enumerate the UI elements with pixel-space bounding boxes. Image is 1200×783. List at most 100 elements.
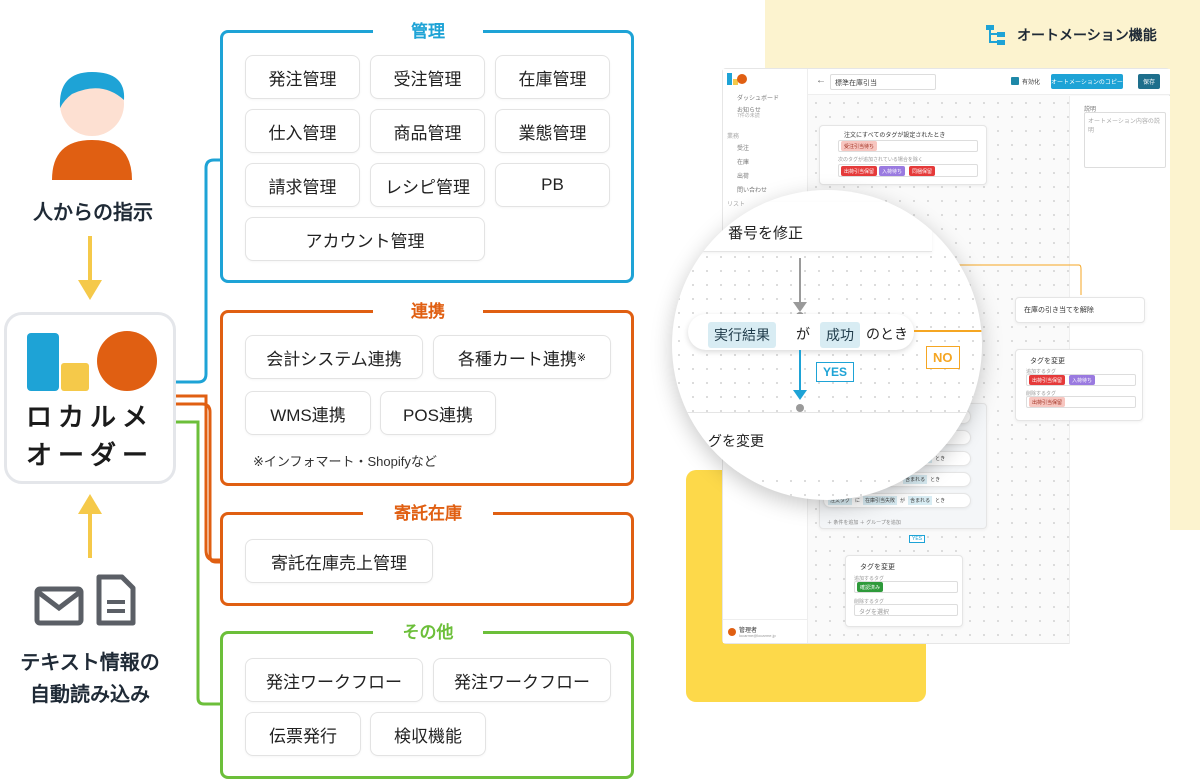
add-tag-select-right[interactable]: 出荷引当保留 入荷待ち xyxy=(1026,374,1136,386)
fix-node[interactable]: 番号を修正 xyxy=(672,202,932,252)
right-add-tag-b: 入荷待ち xyxy=(1069,375,1096,385)
trigger-tags2-select[interactable]: 出荷引当保留 入荷待ち 同梱保留 xyxy=(838,164,978,177)
sidebar-item-order[interactable]: 受注 xyxy=(737,146,750,152)
renkei-note: ※インフォマート・Shopifyなど xyxy=(253,454,437,469)
bottom-node-title: タグを変更 xyxy=(860,564,895,571)
panel-renkei: 連携 会計システム連携 各種カート連携※ WMS連携 POS連携 ※インフォマー… xyxy=(220,297,634,486)
chip-itaku-uriage[interactable]: 寄託在庫売上管理 xyxy=(245,539,433,583)
connector-lines xyxy=(176,158,222,706)
chip-hacchu-kanri[interactable]: 発注管理 xyxy=(245,55,360,99)
trigger-tag2-a: 出荷引当保留 xyxy=(841,166,878,176)
copy-automation-button[interactable]: オートメーションのコピー xyxy=(1051,74,1123,89)
no-branch-zoom-line xyxy=(914,330,982,332)
release-node[interactable]: 在庫の引き当てを解除 xyxy=(1015,297,1145,323)
arrow-down-shaft xyxy=(88,236,92,280)
sidebar-item-stock[interactable]: 在庫 xyxy=(737,160,750,166)
locarme-logo-box: ロカルメ オーダー xyxy=(4,312,176,484)
add-tag-label-right: 追加するタグ xyxy=(1026,369,1057,375)
tag-change-node-right[interactable]: タグを変更 追加するタグ 出荷引当保留 入荷待ち 削除するタグ 出荷引当保留 xyxy=(1015,349,1143,421)
chip-workflow-1[interactable]: 発注ワークフロー xyxy=(245,658,423,702)
desc-label: 説明 xyxy=(1084,107,1097,113)
sidebar-item-ship[interactable]: 出荷 xyxy=(737,174,750,180)
asterisk-mark: ※ xyxy=(576,351,587,364)
chip-pos-renkei[interactable]: POS連携 xyxy=(380,391,496,435)
bottom-caption-line2: 自動読み込み xyxy=(30,684,150,706)
add-condition-link[interactable]: ＋ 条件を追加 ＋ グループを追加 xyxy=(827,520,901,526)
yes-label: YES xyxy=(816,362,855,382)
sidebar-user[interactable]: 管理者 locarme@locarme.jp xyxy=(723,619,808,645)
chip-juchu-kanri[interactable]: 受注管理 xyxy=(370,55,485,99)
condition-token: 注文タグ xyxy=(828,496,853,505)
bottom-remove-label: 削除するタグ xyxy=(854,599,885,605)
chip-recipe-kanri[interactable]: レシピ管理 xyxy=(370,163,485,207)
desc-textarea[interactable]: オートメーション内容の説明 xyxy=(1084,112,1166,168)
bottom-remove-select[interactable]: タグを選択 xyxy=(854,604,958,616)
change-tag-text: グを変更 xyxy=(708,433,764,449)
change-tag-node[interactable]: グを変更 xyxy=(672,412,982,472)
trigger-sub: 次のタグが追加されている場合を除く xyxy=(838,157,923,163)
panel-kanri: 管理 発注管理 受注管理 在庫管理 仕入管理 商品管理 業態管理 請求管理 レシ… xyxy=(220,17,634,283)
panel-sonota: その他 発注ワークフロー 発注ワークフロー 伝票発行 検収機能 xyxy=(220,618,634,779)
trigger-tag: 受注引当待ち xyxy=(841,141,878,151)
chip-shohin-kanri[interactable]: 商品管理 xyxy=(370,109,485,153)
automation-feature-label: オートメーション機能 xyxy=(985,24,1157,46)
remove-tag-select-right[interactable]: 出荷引当保留 xyxy=(1026,396,1136,408)
toggle-checkbox[interactable] xyxy=(1011,77,1019,85)
chip-zaiko-kanri[interactable]: 在庫管理 xyxy=(495,55,610,99)
bottom-add-select[interactable]: 確認済み xyxy=(854,581,958,593)
flow-arrow-blue xyxy=(793,350,807,412)
bottom-add-label: 追加するタグ xyxy=(854,576,885,582)
panel-sonota-title: その他 xyxy=(373,618,483,643)
arrow-up-shaft xyxy=(88,514,92,558)
chip-wms-renkei[interactable]: WMS連携 xyxy=(245,391,371,435)
flow-arrow-gray xyxy=(793,258,807,320)
chip-kenshu[interactable]: 検収機能 xyxy=(370,712,486,756)
chip-workflow-2[interactable]: 発注ワークフロー xyxy=(433,658,611,702)
chip-shiire-kanri[interactable]: 仕入管理 xyxy=(245,109,360,153)
condition-result-node[interactable]: 実行結果 が 成功 のとき xyxy=(688,314,914,350)
arrow-down-icon xyxy=(78,280,102,300)
release-node-text: 在庫の引き当てを解除 xyxy=(1024,307,1094,314)
fix-node-text: 番号を修正 xyxy=(728,225,804,242)
chip-denpyo[interactable]: 伝票発行 xyxy=(245,712,361,756)
result-label: 実行結果 xyxy=(708,322,776,348)
chip-gyotai-kanri[interactable]: 業態管理 xyxy=(495,109,610,153)
condition-token: に xyxy=(855,498,861,504)
user-name: 管理者 xyxy=(739,628,758,634)
trigger-node[interactable]: 注文にすべてのタグが設定されたとき 受注引当待ち 次のタグが追加されている場合を… xyxy=(819,125,987,185)
chip-pb[interactable]: PB xyxy=(495,163,610,207)
remove-tag-label-right: 削除するタグ xyxy=(1026,391,1057,397)
success-label: 成功 xyxy=(820,322,860,348)
condition-token: 含まれる xyxy=(908,496,933,505)
chip-cart-renkei[interactable]: 各種カート連携※ xyxy=(433,335,611,379)
app-title-input[interactable]: 標準在庫引当 xyxy=(830,74,936,90)
mail-icon xyxy=(34,586,84,626)
yes-small-label: YES xyxy=(909,535,926,543)
person-icon xyxy=(52,72,132,180)
panel-itaku: 寄託在庫 寄託在庫売上管理 xyxy=(220,499,634,606)
automation-feature-text: オートメーション機能 xyxy=(1017,27,1157,43)
no-label: NO xyxy=(926,346,960,369)
trigger-tag-select[interactable]: 受注引当待ち xyxy=(838,140,978,152)
arrow-up-icon xyxy=(78,494,102,514)
tag-change-node-bottom[interactable]: タグを変更 追加するタグ 確認済み 削除するタグ タグを選択 xyxy=(845,555,963,627)
right-remove-tag: 出荷引当保留 xyxy=(1029,397,1066,407)
bottom-add-tag: 確認済み xyxy=(857,582,884,592)
save-button[interactable]: 保存 xyxy=(1138,74,1160,89)
connector-orange-2 xyxy=(176,402,222,564)
chip-seikyu-kanri[interactable]: 請求管理 xyxy=(245,163,360,207)
chip-account-kanri[interactable]: アカウント管理 xyxy=(245,217,485,261)
sidebar-item-notice[interactable]: お知らせ xyxy=(737,108,761,114)
user-email: locarme@locarme.jp xyxy=(739,633,776,638)
panel-itaku-title: 寄託在庫 xyxy=(363,499,493,524)
notoki-text: のとき xyxy=(866,326,908,342)
logo-line1: ロカルメ xyxy=(25,402,154,432)
tag-change-right-title: タグを変更 xyxy=(1030,358,1065,365)
ga-text: が xyxy=(796,326,810,342)
right-add-tag-a: 出荷引当保留 xyxy=(1029,375,1066,385)
sidebar-item-inquiry[interactable]: 問い合わせ xyxy=(737,188,768,194)
chip-kaikei-renkei[interactable]: 会計システム連携 xyxy=(245,335,423,379)
sidebar-notice-sub: 7件の未読 xyxy=(737,113,760,119)
back-arrow-icon[interactable]: ← xyxy=(816,75,826,86)
sidebar-item-dashboard[interactable]: ダッシュボード xyxy=(737,96,780,102)
